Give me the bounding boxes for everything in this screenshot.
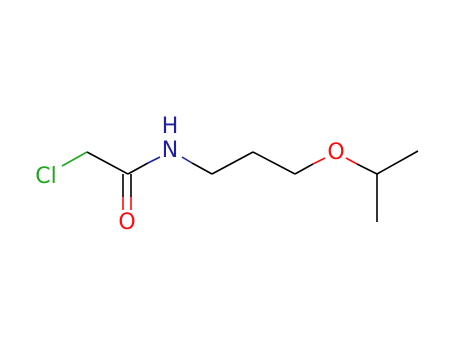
nitrogen-atom-label: N (162, 138, 178, 163)
bond-c-n (127, 162, 149, 175)
bond-o-c-red (345, 157, 358, 165)
carbonyl-oxygen-label: O (118, 210, 135, 235)
chlorine-atom-label: Cl (35, 164, 56, 189)
bond-c-c-2 (252, 151, 296, 175)
bond-cl-c (61, 151, 88, 167)
bond-n-c-blue (181, 156, 193, 164)
bond-ch-me1 (376, 150, 419, 175)
bond-n-c (191, 162, 213, 175)
ether-oxygen-label: O (327, 140, 344, 165)
bond-cl-c-dark (86, 151, 129, 175)
hydrogen-atom-label: H (162, 114, 179, 139)
bond-o-c (356, 163, 378, 175)
bond-c-n-blue (147, 156, 161, 164)
bond-c-o-red (312, 157, 326, 165)
bond-c-c-1 (211, 151, 254, 175)
bond-c-o (294, 163, 314, 175)
